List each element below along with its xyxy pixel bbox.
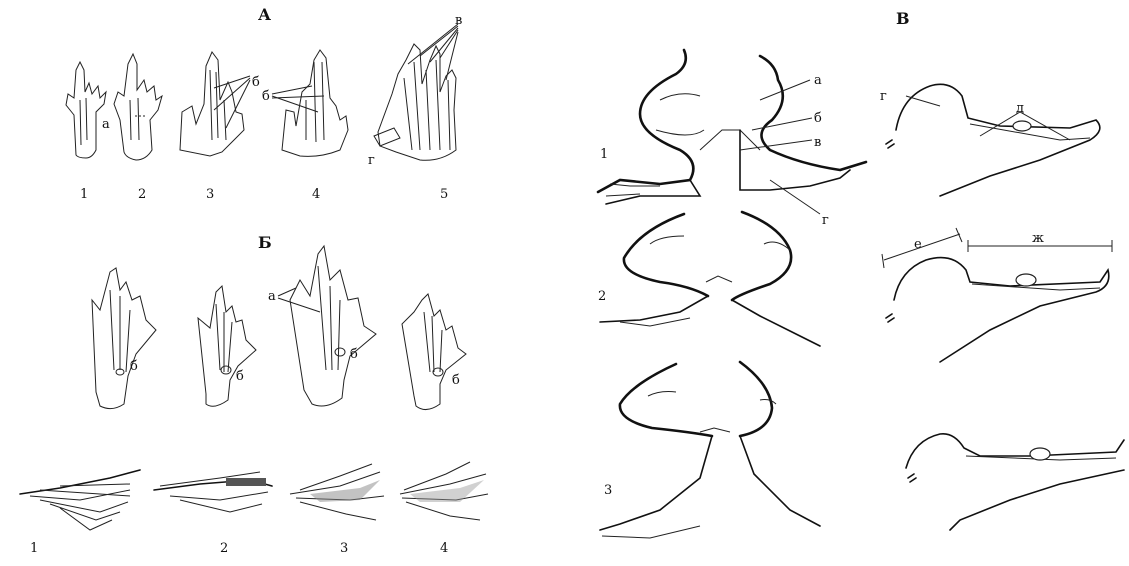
leg-label-b: б — [814, 111, 822, 126]
leg-number-3: 3 — [604, 483, 612, 498]
panel-a-label-g: г — [368, 153, 375, 168]
panel-b-label-a-leader — [278, 288, 320, 312]
panel-b-number-4: 4 — [440, 541, 448, 556]
panel-b-number-2: 2 — [220, 541, 228, 556]
panel-a-label-b: б — [252, 75, 260, 90]
leg-number-1: 1 — [600, 147, 608, 162]
panel-b-label-b-4: б — [452, 373, 460, 388]
panel-b-side-view-3 — [290, 464, 384, 520]
panel-a-number-3: 3 — [206, 187, 214, 202]
panel-a-number-4: 4 — [312, 187, 320, 202]
panel-a-foot-2 — [114, 54, 162, 160]
leg-pair-2 — [600, 212, 820, 346]
panel-v: В г д е ж — [880, 9, 1124, 530]
panel-b-label-b-2: б — [236, 369, 244, 384]
leg-pair-1 — [598, 50, 866, 204]
panel-b-title: Б — [258, 233, 272, 252]
panel-a-label-v: в — [455, 13, 462, 28]
panel-a-foot-5 — [374, 24, 458, 160]
panel-v-label-e: е — [914, 237, 922, 252]
panel-b-side-view-4 — [400, 462, 488, 520]
panel-v-label-g: г — [880, 89, 887, 104]
panel-b-number-1: 1 — [30, 541, 38, 556]
panel-b-number-3: 3 — [340, 541, 348, 556]
panel-a-label-a: а — [102, 117, 110, 132]
panel-b-label-a: а — [268, 289, 276, 304]
panel-b-label-b-3: б — [350, 347, 358, 362]
panel-a-foot-1 — [66, 62, 106, 158]
panel-legs: 1 2 3 а б в г — [598, 50, 866, 538]
panel-b-side-view-1 — [20, 470, 140, 530]
leg-number-2: 2 — [598, 289, 606, 304]
leg-label-a: а — [814, 73, 822, 88]
panel-a-title: А — [258, 5, 271, 24]
panel-b-label-b-1: б — [130, 359, 138, 374]
panel-a: А а б — [66, 5, 462, 202]
panel-b-side-view-2-band — [226, 478, 266, 486]
panel-a-label-b-left: б — [262, 89, 270, 104]
panel-v-profile-1 — [886, 84, 1100, 196]
leg-label-v: в — [814, 135, 821, 150]
panel-a-foot-3 — [180, 52, 250, 156]
panel-a-number-1: 1 — [80, 187, 88, 202]
panel-v-title: В — [896, 9, 910, 28]
panel-b: Б а б б б б — [20, 233, 488, 556]
panel-v-label-zh: ж — [1032, 231, 1044, 246]
leg-label-g: г — [822, 213, 829, 228]
panel-b-foot-3 — [290, 246, 376, 406]
panel-a-number-5: 5 — [440, 187, 448, 202]
leg-pair-3 — [600, 362, 820, 538]
panel-a-foot-4 — [272, 50, 348, 156]
leg-1-leaders — [740, 80, 820, 214]
panel-b-foot-2 — [198, 286, 256, 406]
panel-b-side-view-2 — [154, 472, 272, 512]
panel-b-foot-4 — [402, 294, 466, 410]
panel-v-profile-3 — [906, 434, 1124, 530]
panel-b-foot-1 — [92, 268, 156, 409]
panel-a-number-2: 2 — [138, 187, 146, 202]
panel-v-label-d: д — [1016, 101, 1024, 116]
